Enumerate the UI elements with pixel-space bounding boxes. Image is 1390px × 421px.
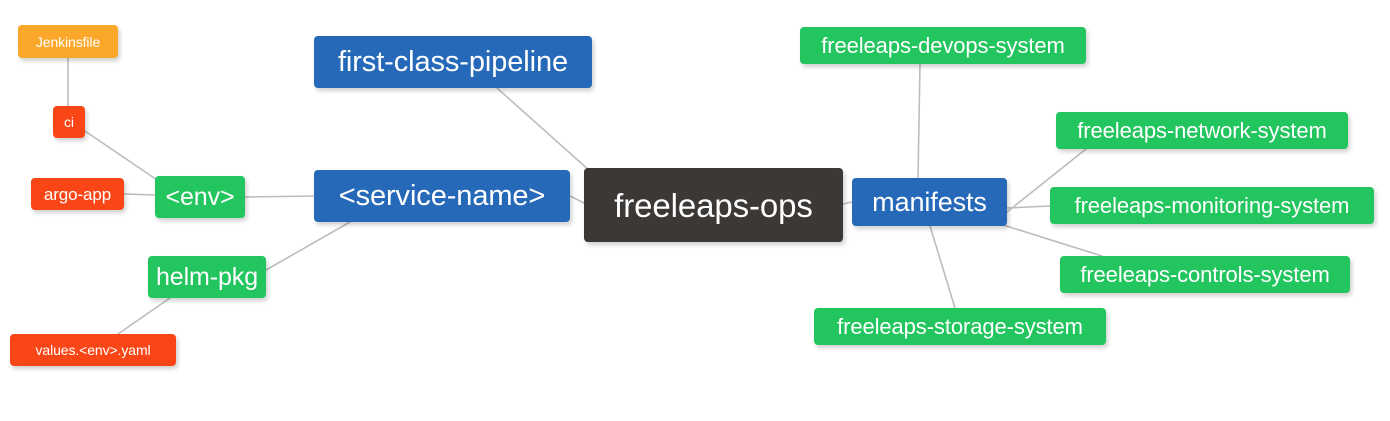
node-label: argo-app: [43, 184, 112, 204]
node-label: freeleaps-controls-system: [1080, 261, 1330, 287]
node-label: first-class-pipeline: [337, 45, 569, 78]
node-first-class-pipeline[interactable]: first-class-pipeline: [314, 36, 592, 88]
node-label: Jenkinsfile: [35, 33, 101, 50]
edge-service-name-to-env: [244, 195, 315, 198]
node-label: freeleaps-ops: [614, 186, 813, 224]
edge-env-to-argo-app: [123, 193, 156, 196]
node-helm-pkg[interactable]: helm-pkg: [148, 256, 266, 298]
node-ci[interactable]: ci: [53, 106, 85, 138]
edge-manifests-to-freeleaps-monitoring-system: [1006, 205, 1051, 209]
node-Jenkinsfile[interactable]: Jenkinsfile: [18, 25, 118, 58]
node-service-name[interactable]: <service-name>: [314, 170, 570, 222]
node-freeleaps-devops-system[interactable]: freeleaps-devops-system: [800, 27, 1086, 64]
edge-helm-pkg-to-values-env-yaml: [117, 297, 171, 335]
node-freeleaps-storage-system[interactable]: freeleaps-storage-system: [814, 308, 1106, 345]
edge-manifests-to-freeleaps-storage-system: [929, 225, 956, 309]
node-freeleaps-controls-system[interactable]: freeleaps-controls-system: [1060, 256, 1350, 293]
node-label: values.<env>.yaml: [35, 342, 151, 358]
edge-manifests-to-freeleaps-controls-system: [999, 223, 1103, 257]
node-label: manifests: [872, 186, 987, 217]
edge-service-name-to-helm-pkg: [265, 221, 351, 271]
node-freeleaps-ops[interactable]: freeleaps-ops: [584, 168, 843, 242]
node-label: freeleaps-monitoring-system: [1074, 192, 1350, 218]
node-argo-app[interactable]: argo-app: [31, 178, 124, 210]
node-values-env-yaml[interactable]: values.<env>.yaml: [10, 334, 176, 366]
node-env[interactable]: <env>: [155, 176, 245, 218]
node-freeleaps-monitoring-system[interactable]: freeleaps-monitoring-system: [1050, 187, 1374, 224]
node-label: <env>: [165, 182, 235, 211]
edge-freeleaps-ops-to-manifests: [842, 201, 853, 205]
edge-freeleaps-ops-to-first-class-pipeline: [496, 87, 601, 181]
node-label: freeleaps-devops-system: [821, 32, 1065, 58]
node-label: ci: [64, 114, 74, 130]
edge-env-to-ci: [84, 130, 161, 183]
node-label: helm-pkg: [155, 262, 259, 291]
edge-manifests-to-freeleaps-devops-system: [917, 63, 921, 179]
node-label: <service-name>: [338, 179, 546, 212]
edge-freeleaps-ops-to-service-name: [569, 195, 585, 204]
node-label: freeleaps-storage-system: [837, 313, 1083, 339]
node-freeleaps-network-system[interactable]: freeleaps-network-system: [1056, 112, 1348, 149]
node-manifests[interactable]: manifests: [852, 178, 1007, 226]
node-label: freeleaps-network-system: [1077, 117, 1327, 143]
